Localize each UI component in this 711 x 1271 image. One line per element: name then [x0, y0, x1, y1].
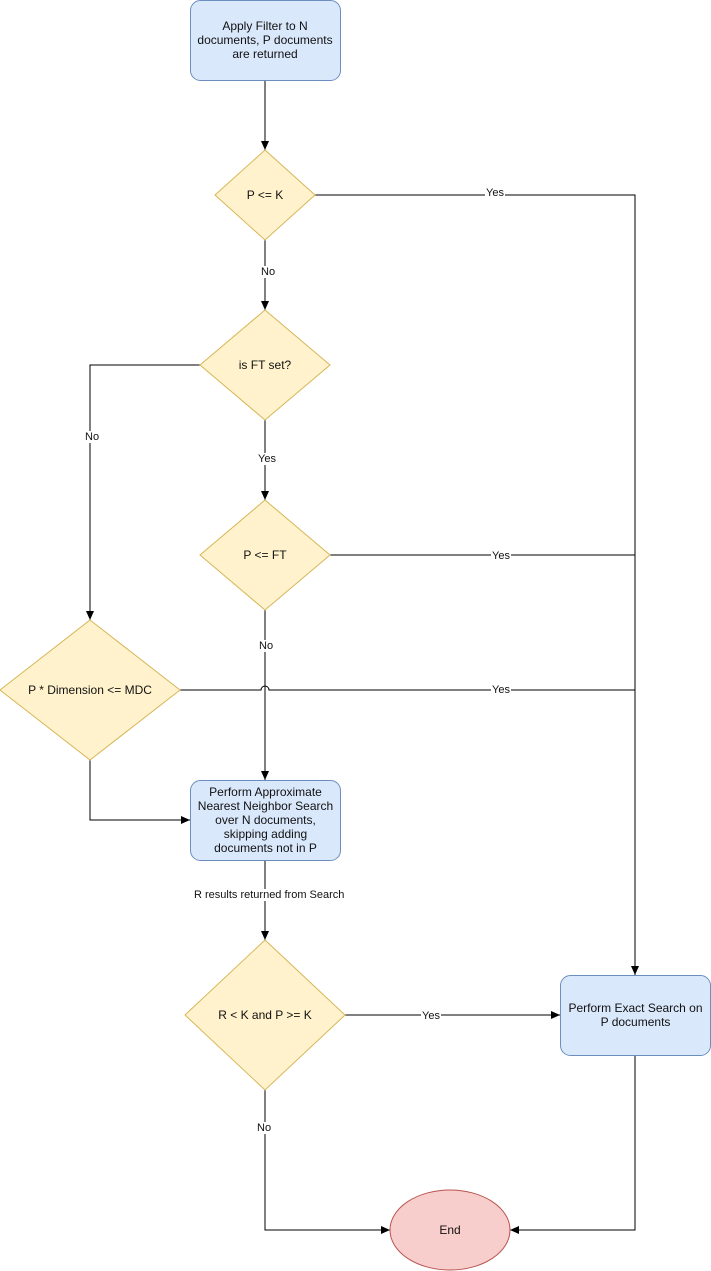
node-p-le-ft — [199, 499, 331, 611]
edge-label-pk-no: No — [260, 266, 277, 278]
edge-r-no — [264, 1090, 390, 1234]
edge-ft-no — [86, 364, 200, 620]
edge-label-r-yes: Yes — [421, 1010, 441, 1022]
node-apply-filter — [190, 0, 341, 81]
node-is-ft-set — [199, 309, 331, 421]
edge-label-pft-no: No — [258, 640, 275, 652]
node-p-dim-le-mdc — [0, 619, 181, 761]
edge-label-ft-no: No — [84, 431, 101, 443]
edge-pk-yes — [315, 194, 639, 975]
node-ann-search — [190, 780, 341, 861]
edge-exact-to-end — [510, 1055, 636, 1234]
node-p-le-k — [214, 149, 316, 241]
edge-label-mdc-yes: Yes — [491, 684, 511, 696]
edge-label-pk-yes: Yes — [485, 187, 505, 199]
edge-label-pft-yes: Yes — [491, 550, 511, 562]
edge-label-r-results: R results returned from Search — [193, 889, 346, 901]
edge-mdc-yes — [180, 685, 635, 691]
edge-label-ft-yes: Yes — [257, 453, 277, 465]
node-end — [389, 1189, 511, 1271]
edge-label-r-no: No — [256, 1122, 273, 1134]
edge-mdc-no — [89, 760, 190, 824]
node-exact-search — [560, 975, 711, 1056]
node-r-lt-k — [184, 939, 346, 1091]
